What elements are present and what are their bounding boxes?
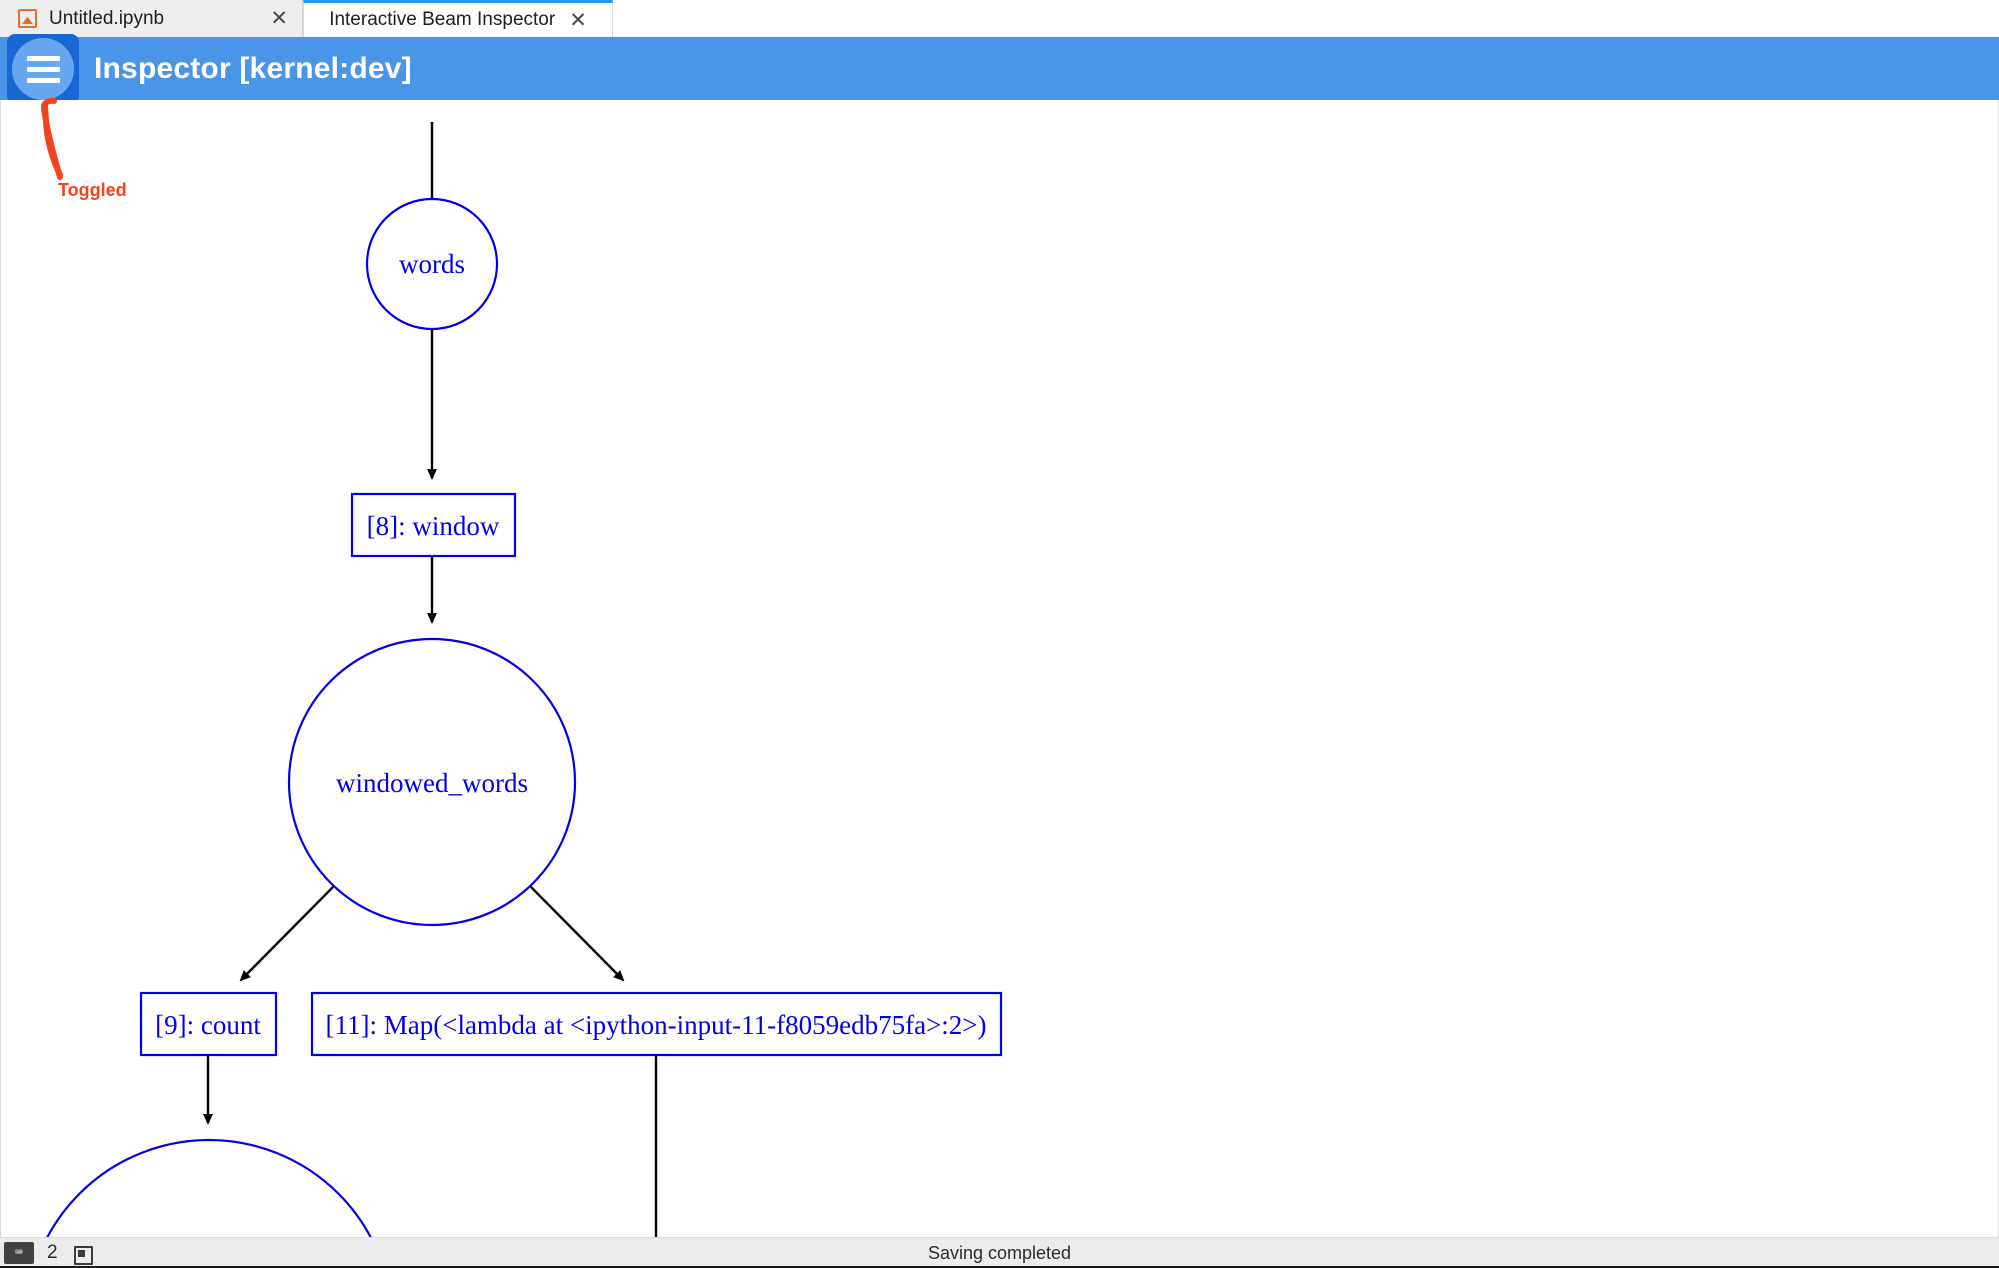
status-left-group: ⌨ 2	[0, 1238, 93, 1268]
graph-node-window[interactable]: [8]: window	[350, 492, 517, 558]
edge-windowed-words-to-count	[239, 885, 335, 982]
tab-interactive-beam-inspector[interactable]: Interactive Beam Inspector ✕	[303, 0, 613, 37]
kernel-count: 2	[47, 1242, 58, 1263]
close-icon[interactable]: ✕	[569, 8, 587, 32]
inspector-header: Inspector [kernel:dev]	[0, 34, 1999, 104]
graph-node-label: [9]: count	[155, 1010, 261, 1040]
graph-node-count[interactable]: [9]: count	[139, 991, 278, 1057]
tab-untitled-ipynb[interactable]: Untitled.ipynb ✕	[0, 0, 303, 37]
graph-node-label: [11]: Map(<lambda at <ipython-input-11-f…	[326, 1010, 987, 1040]
graph-node-windowed-word-counts[interactable]: windowed_word_counts	[26, 1138, 392, 1237]
graph-node-map[interactable]: [11]: Map(<lambda at <ipython-input-11-f…	[310, 991, 1003, 1057]
tab-bar: Untitled.ipynb ✕ Interactive Beam Inspec…	[0, 0, 1999, 37]
status-bar: Saving completed ⌨ 2	[0, 1237, 1999, 1268]
graph-node-windowed-words[interactable]: windowed_words	[287, 637, 577, 927]
page-title: Inspector [kernel:dev]	[94, 51, 412, 85]
hamburger-menu-button[interactable]	[7, 34, 79, 104]
notebook-icon	[18, 9, 37, 28]
status-message: Saving completed	[927, 1242, 1072, 1263]
edge-windowed-words-to-map	[529, 885, 625, 982]
graph-node-words[interactable]: words	[365, 197, 499, 331]
tab-label: Interactive Beam Inspector	[329, 9, 556, 30]
hamburger-icon	[12, 38, 74, 100]
terminal-glyph: ⌨	[15, 1246, 23, 1260]
tab-label: Untitled.ipynb	[49, 7, 165, 29]
terminal-icon[interactable]: ⌨	[4, 1242, 34, 1264]
graph-node-label: windowed_words	[336, 768, 528, 798]
graph-node-label: [8]: window	[367, 511, 500, 541]
pipeline-graph-canvas[interactable]: words [8]: window windowed_words	[0, 100, 1999, 1237]
status-bottom-rule	[0, 1266, 1999, 1268]
cpu-icon[interactable]	[71, 1243, 93, 1265]
pipeline-graph-svg: words [8]: window windowed_words	[26, 122, 1003, 1237]
graph-node-label: words	[399, 249, 465, 279]
close-icon[interactable]: ✕	[270, 7, 288, 30]
annotation-label: Toggled	[58, 180, 127, 200]
